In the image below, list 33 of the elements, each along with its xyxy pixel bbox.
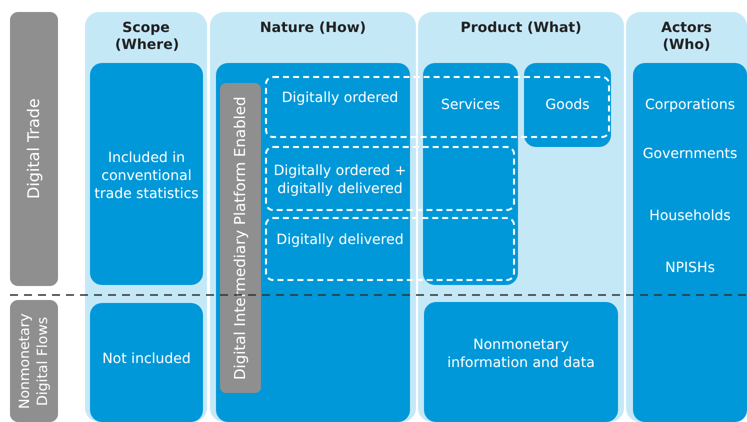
category-label: Households — [648, 207, 732, 225]
row-label: Nonmonetary Digital Flows — [16, 312, 52, 411]
region-label: Digitally delivered — [275, 231, 405, 249]
region-label: Digitally ordered + digitally delivered — [272, 162, 408, 198]
column-heading: Product (What) — [460, 20, 582, 37]
column-heading: Nature (How) — [258, 20, 368, 37]
category-box — [424, 302, 618, 422]
category-label: Goods — [544, 96, 591, 114]
category-box — [90, 303, 203, 422]
platform-bar — [220, 83, 261, 393]
category-label: Corporations — [644, 96, 736, 114]
category-label: Nonmonetary information and data — [446, 336, 596, 372]
category-box — [524, 63, 611, 147]
category-box — [90, 63, 203, 285]
row-label: Digital Trade — [23, 98, 44, 202]
platform-label: Digital Intermediary Platform Enabled — [230, 95, 250, 382]
category-label: NPISHs — [664, 259, 716, 277]
column-panel — [626, 12, 747, 422]
region-label: Digitally ordered — [280, 89, 400, 107]
row-label-band — [10, 300, 58, 422]
category-label: Services — [440, 96, 502, 114]
column-panel — [418, 12, 624, 422]
category-box — [423, 63, 518, 285]
category-box — [633, 63, 747, 422]
column-panel — [210, 12, 416, 422]
column-panel — [85, 12, 207, 422]
category-label: Not included — [101, 350, 192, 368]
row-label-band — [10, 12, 58, 286]
category-label: Governments — [642, 145, 738, 163]
category-label: Included in conventional trade statistics — [93, 149, 200, 203]
column-heading: Scope (Where) — [114, 20, 180, 54]
column-heading: Actors (Who) — [660, 20, 713, 54]
category-box — [216, 63, 410, 422]
